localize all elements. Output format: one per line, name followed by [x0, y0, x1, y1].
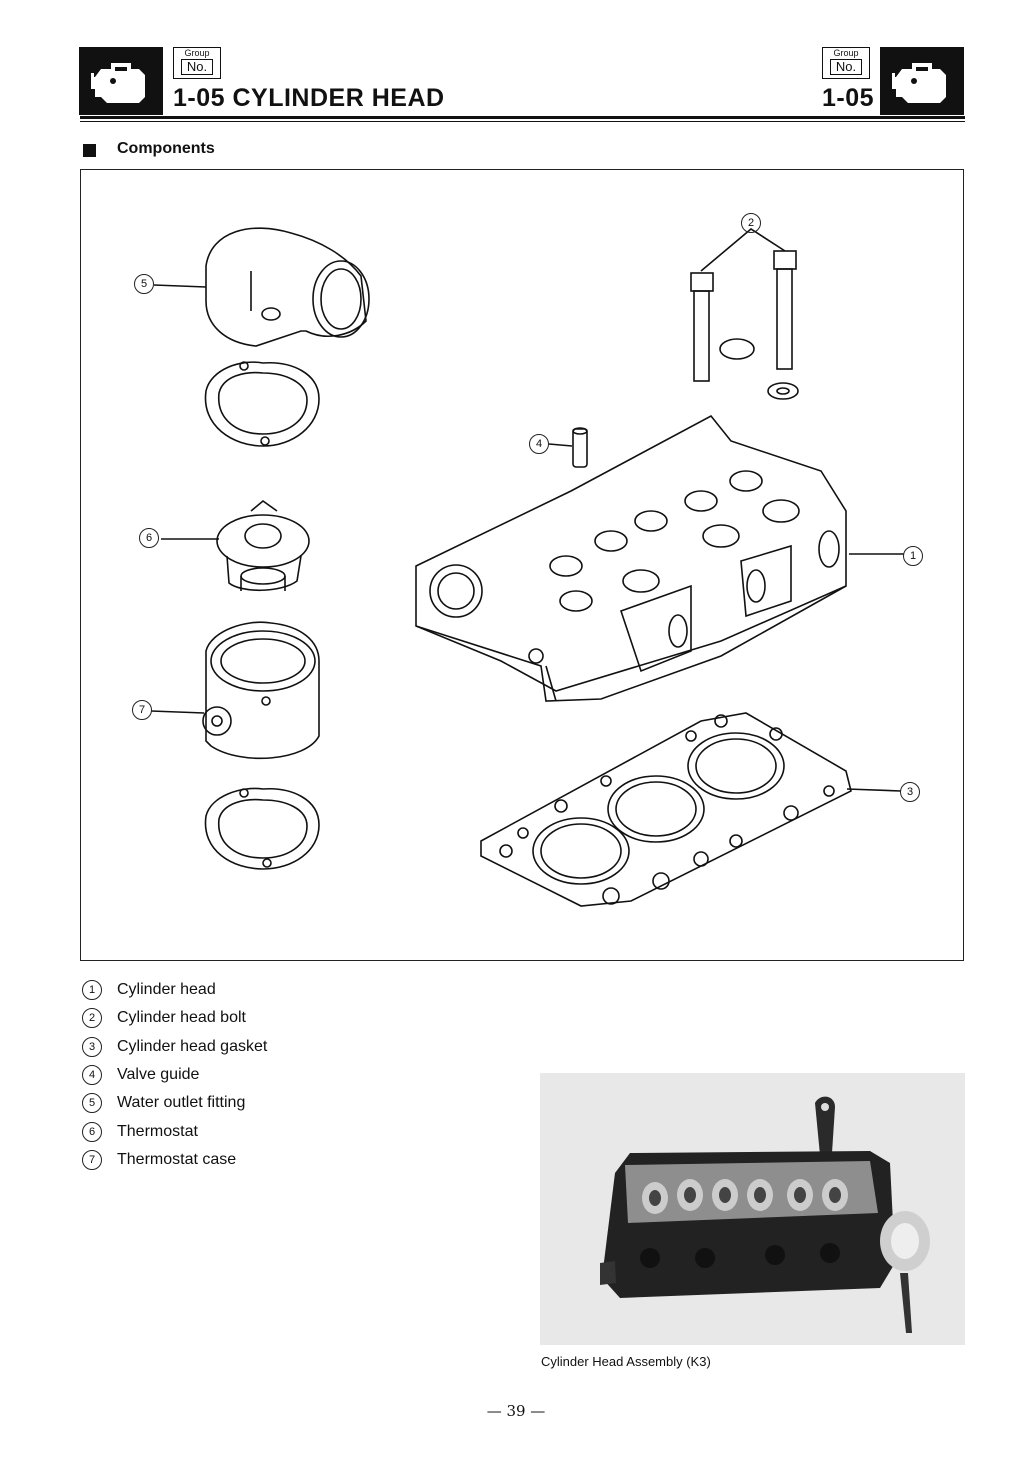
legend-item: 4 Valve guide: [80, 1061, 267, 1089]
legend-item: 5 Water outlet fitting: [80, 1089, 267, 1117]
section-title: Components: [117, 140, 215, 158]
legend-item: 6 Thermostat: [80, 1117, 267, 1145]
exploded-diagram: 1 2 3 4 5 6 7: [80, 169, 964, 961]
group-badge-right: Group No.: [822, 47, 870, 79]
cylinder-head-drawing: [416, 416, 846, 701]
callout-2: 2: [741, 213, 761, 233]
legend-item: 3 Cylinder head gasket: [80, 1033, 267, 1061]
page-number: — 39 —: [0, 1402, 1032, 1420]
group-no-label: No.: [181, 59, 213, 75]
parts-legend: 1 Cylinder head 2 Cylinder head bolt 3 C…: [80, 976, 267, 1174]
page-title: 1-05 CYLINDER HEAD: [173, 84, 445, 113]
group-code: 1-05: [822, 84, 874, 113]
photo-caption: Cylinder Head Assembly (K3): [541, 1354, 711, 1369]
legend-number: 4: [82, 1065, 102, 1085]
cylinder-head-photo: [540, 1073, 965, 1345]
header-rule: [80, 116, 965, 119]
legend-label: Cylinder head gasket: [117, 1038, 267, 1056]
group-label: Group: [833, 48, 858, 58]
thermostat-case-drawing: [203, 622, 319, 758]
group-label: Group: [184, 48, 209, 58]
legend-number: 2: [82, 1008, 102, 1028]
engine-icon: [880, 47, 964, 115]
callout-4: 4: [529, 434, 549, 454]
legend-label: Cylinder head bolt: [117, 1009, 246, 1027]
group-no-label: No.: [830, 59, 862, 75]
legend-number: 5: [82, 1093, 102, 1113]
callout-6: 6: [139, 528, 159, 548]
engine-icon: [79, 47, 163, 115]
water-outlet-fitting-drawing: [206, 228, 369, 346]
gasket-upper-drawing: [205, 362, 319, 446]
header-rule-thin: [80, 121, 965, 122]
gasket-lower-drawing: [205, 788, 319, 869]
legend-number: 6: [82, 1122, 102, 1142]
valve-guide-drawing: [573, 428, 587, 467]
callout-7: 7: [132, 700, 152, 720]
legend-item: 1 Cylinder head: [80, 976, 267, 1004]
legend-label: Water outlet fitting: [117, 1094, 245, 1112]
legend-item: 7 Thermostat case: [80, 1146, 267, 1174]
callout-3: 3: [900, 782, 920, 802]
callout-1: 1: [903, 546, 923, 566]
legend-number: 3: [82, 1037, 102, 1057]
legend-label: Valve guide: [117, 1066, 199, 1084]
group-badge-left: Group No.: [173, 47, 221, 79]
head-bolts-drawing: [691, 251, 798, 399]
thermostat-drawing: [217, 501, 309, 591]
callout-5: 5: [134, 274, 154, 294]
legend-label: Thermostat: [117, 1123, 198, 1141]
legend-label: Cylinder head: [117, 981, 216, 999]
section-bullet: [83, 144, 96, 157]
legend-label: Thermostat case: [117, 1151, 236, 1169]
head-gasket-drawing: [481, 713, 851, 906]
legend-number: 7: [82, 1150, 102, 1170]
legend-number: 1: [82, 980, 102, 1000]
legend-item: 2 Cylinder head bolt: [80, 1004, 267, 1032]
